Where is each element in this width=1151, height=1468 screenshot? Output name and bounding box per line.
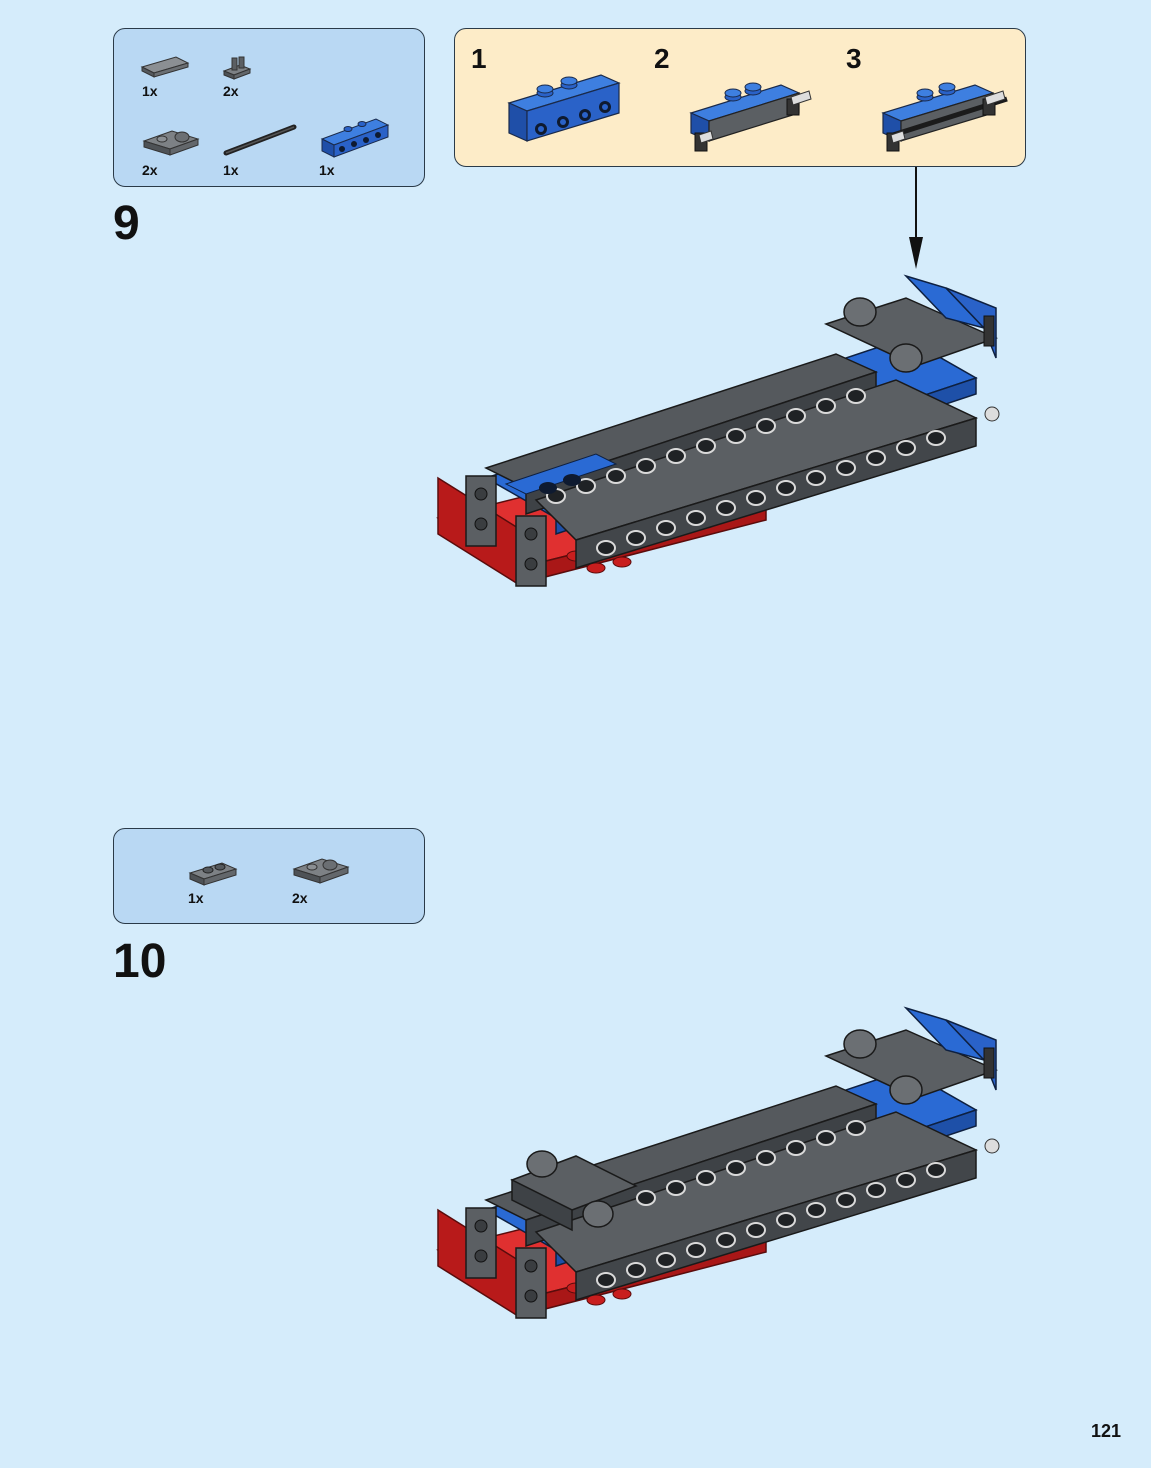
callout-arrow [906, 167, 926, 271]
part-qty: 1x [188, 890, 204, 906]
step-10-parts-box: 1x 2x [113, 828, 425, 924]
part-qty: 1x [223, 162, 239, 178]
step-9-parts-box: 1x 2x 2x 1x [113, 28, 425, 187]
dark-grey-clip-icon [220, 55, 254, 81]
part-qty: 2x [292, 890, 308, 906]
dark-grey-bracket-plate-icon [140, 125, 202, 159]
step-10-model-illustration [436, 1000, 1016, 1360]
page-number: 121 [1090, 1421, 1121, 1441]
substep-number: 1 [471, 43, 487, 74]
step-number: 10 [113, 935, 167, 988]
part-qty: 1x [319, 162, 335, 178]
subassembly-box: 1 2 3 [454, 28, 1026, 167]
part-qty: 2x [223, 83, 239, 99]
subassembly-stage-3-illustration [879, 67, 1013, 157]
substep-number: 3 [846, 43, 862, 74]
subassembly-stage-1-illustration [505, 67, 623, 147]
blue-technic-plate-icon [318, 113, 390, 161]
dark-grey-tile-2x4-icon [140, 55, 190, 79]
part-qty: 1x [142, 83, 158, 99]
step-number: 9 [113, 197, 140, 250]
black-axle-icon [222, 123, 298, 157]
subassembly-stage-2-illustration [687, 67, 815, 157]
dark-grey-plate-1x2-icon [186, 859, 240, 887]
step-9-model-illustration [436, 268, 1016, 628]
substep-number: 2 [654, 43, 670, 74]
part-qty: 2x [142, 162, 158, 178]
dark-grey-bracket-plate-icon [290, 853, 352, 889]
